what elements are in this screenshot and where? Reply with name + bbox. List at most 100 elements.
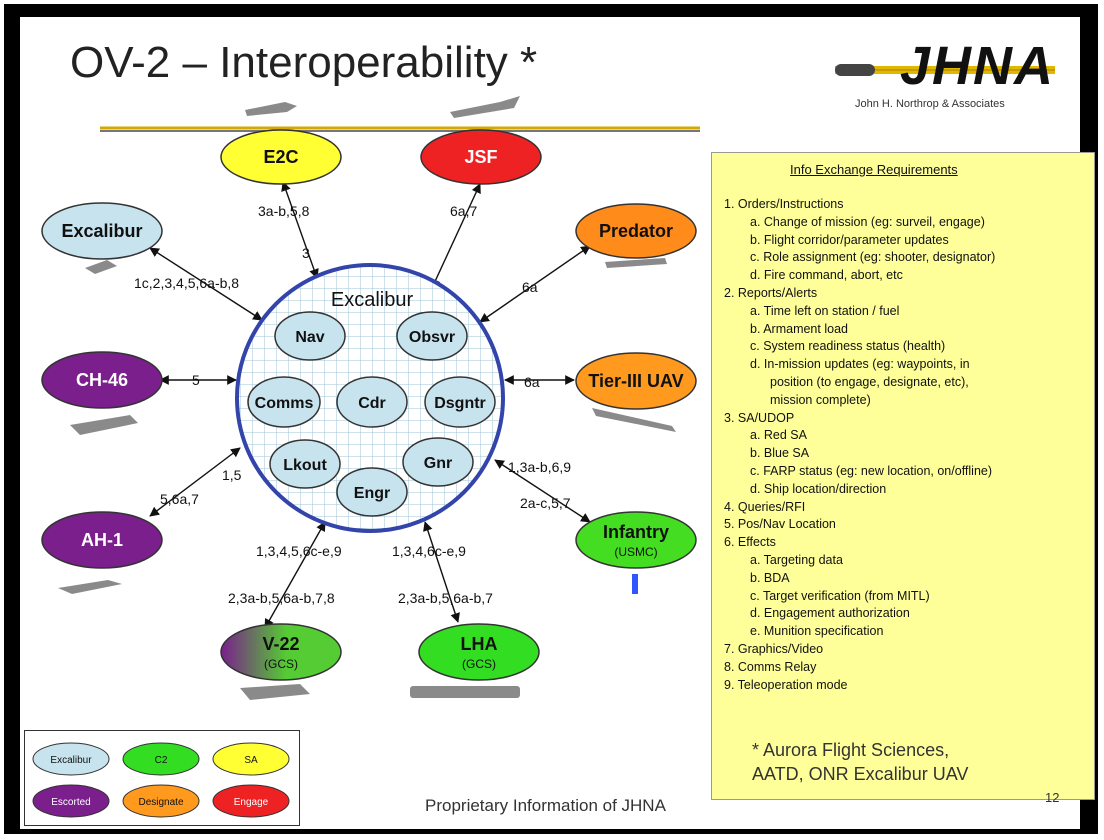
role-engr [336,467,408,517]
slide-title: OV-2 – Interoperability * [70,38,538,87]
edge-label-e2c-1: 3a-b,5,8 [258,203,310,219]
edge-jsf [431,183,481,289]
legend-label-c2: C2 [155,755,168,766]
node-ah1-label: AH-1 [81,530,123,550]
footnote: * Aurora Flight Sciences, AATD, ONR Exca… [752,738,968,786]
ier-item: 7. Graphics/Video [724,641,824,656]
ier-item: 2. Reports/Alerts [724,285,818,300]
node-predator-label: Predator [599,221,673,241]
edge-label-jsf: 6a,7 [450,203,477,219]
infantry-soldier-icon [632,574,638,594]
legend-label-engage: Engage [234,797,269,808]
ier-item: c. FARP status (eg: new location, on/off… [750,463,993,478]
role-engr-label: Engr [354,485,390,502]
node-jsf [420,129,542,185]
node-lha-sublabel: (GCS) [462,657,496,671]
edge-label-excalibur: 1c,2,3,4,5,6a-b,8 [134,275,239,291]
ier-item: b. BDA [750,570,790,585]
edge-v22 [264,521,326,629]
legend: Excalibur C2 SA Escorted Designate Engag… [24,730,300,826]
ier-item: b. Armament load [750,321,848,336]
logo-subtitle: John H. Northrop & Associates [855,98,1005,110]
edge-label-lha-1: 1,3,4,6c-e,9 [392,543,466,559]
role-lkout [269,439,341,489]
ch46-helicopter-icon [70,415,138,435]
ier-item: d. Engagement authorization [750,606,910,621]
legend-svg: Excalibur C2 SA Escorted Designate Engag… [32,742,290,818]
role-nav-label: Nav [295,329,324,346]
edge-label-infantry-2: 2a-c,5,7 [520,495,571,511]
ier-item: 1. Orders/Instructions [724,197,844,211]
node-lha [418,623,540,681]
legend-label-designate: Designate [138,797,183,808]
ier-item: mission complete) [770,392,871,407]
node-excalibur [41,202,163,260]
role-comms-label: Comms [255,395,314,412]
node-ch46-label: CH-46 [76,370,128,390]
ier-item: d. Fire command, abort, etc [750,268,903,283]
node-v22-sublabel: (GCS) [264,657,298,671]
role-dsgntr-label: Dsgntr [434,395,486,412]
excalibur-center-group: Excalibur Nav Obsvr Comms Cdr Dsgntr Lko… [235,263,505,533]
tier3-aircraft-icon [592,408,676,432]
node-infantry-label: Infantry [603,522,669,542]
footer-proprietary: Proprietary Information of JHNA [425,796,666,815]
ier-item: c. System readiness status (health) [750,339,946,354]
aircraft-images [58,96,676,700]
role-cdr [336,376,408,428]
ier-item: b. Flight corridor/parameter updates [750,232,949,247]
ier-item: a. Red SA [750,428,807,443]
footnote-line-1: * Aurora Flight Sciences, [752,740,950,760]
node-predator [575,203,697,259]
node-ah1 [41,511,163,569]
ier-item: 5. Pos/Nav Location [724,517,836,532]
external-nodes [41,129,697,681]
ier-item: 3. SA/UDOP [724,410,795,425]
ier-item: 4. Queries/RFI [724,499,806,514]
v22-aircraft-icon [240,684,310,700]
page-number: 12 [1045,790,1060,805]
edge-ah1 [149,447,241,517]
ier-item: a. Targeting data [750,552,843,567]
legend-label-escorted: Escorted [51,797,90,808]
role-comms [247,376,321,428]
edge-label-ch46: 5 [192,372,200,388]
role-obsvr-label: Obsvr [409,329,455,346]
edge-label-ah1-2: 5,6a,7 [160,491,199,507]
e2c-aircraft-icon [245,102,297,116]
ier-item: a. Change of mission (eg: surveil, engag… [750,214,985,229]
node-lha-label: LHA [461,634,498,654]
ier-item: a. Time left on station / fuel [750,303,900,318]
role-cdr-label: Cdr [358,395,386,412]
jsf-aircraft-icon [450,96,520,118]
legend-swatch-engage [212,784,290,818]
ier-item: 8. Comms Relay [724,659,817,674]
edge-lha [423,521,460,623]
ier-item: e. Munition specification [750,624,884,639]
edge-label-infantry-1: 1,3a-b,6,9 [508,459,571,475]
legend-swatch-sa [212,742,290,776]
edge-predator [479,245,591,323]
legend-swatch-escorted [32,784,110,818]
predator-aircraft-icon [605,258,667,268]
edge-label-e2c-2: 3 [302,245,310,261]
node-tier3-label: Tier-III UAV [588,371,683,391]
excalibur-aircraft-icon [85,260,117,274]
node-e2c-label: E2C [263,147,298,167]
legend-label-sa: SA [244,755,258,766]
info-exchange-list: 1. Orders/Instructions a. Change of missi… [724,196,1084,694]
ier-item: b. Blue SA [750,446,810,461]
role-lkout-label: Lkout [283,457,327,474]
edge-label-lha-2: 2,3a-b,5,6a-b,7 [398,590,493,606]
node-infantry [575,511,697,569]
footnote-line-2: AATD, ONR Excalibur UAV [752,764,969,784]
ier-item: position (to engage, designate, etc), [770,374,969,389]
info-exchange-requirements-panel [711,152,1095,800]
edge-label-predator: 6a [522,279,538,295]
legend-swatch-excalibur [32,742,110,776]
edge-labels: 3a-b,5,8 3 6a,7 1c,2,3,4,5,6a-b,8 6a 5 6… [134,203,571,606]
node-excalibur-label: Excalibur [61,221,142,241]
jhna-logo-graphic [835,64,1055,76]
role-gnr [402,437,474,487]
